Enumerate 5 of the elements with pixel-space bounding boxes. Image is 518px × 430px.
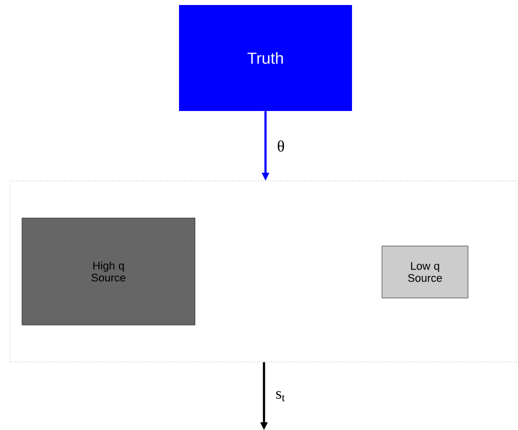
source-box: High q Source <box>22 218 196 326</box>
edge-label: θ <box>278 140 284 152</box>
truth-box: Truth <box>179 5 352 111</box>
source-box: Low q Source <box>382 246 468 298</box>
edge-label: s$_{t}$ <box>276 391 285 402</box>
